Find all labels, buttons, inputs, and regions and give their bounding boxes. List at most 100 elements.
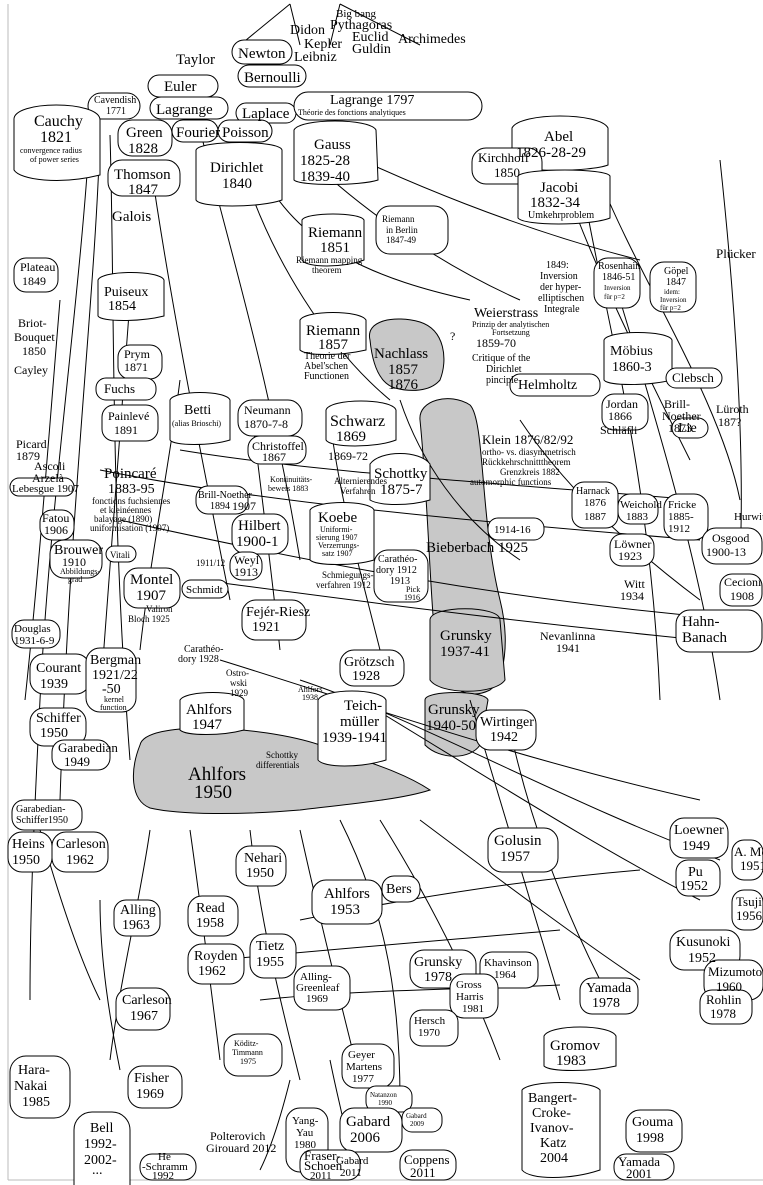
- ahlfors53-node: [311, 879, 383, 925]
- label-yamada01-yr: 2001: [626, 1166, 652, 1181]
- label-gross1: Gross: [456, 979, 482, 991]
- label-courant-yr: 1939: [40, 677, 68, 692]
- lie-node: [671, 417, 709, 439]
- label-archimedes: Archimedes: [398, 32, 466, 47]
- label-christoffel-yr: 1867: [262, 450, 286, 464]
- label-fricke-yr1: 1885-: [668, 511, 694, 523]
- label-y1907: 1907: [232, 499, 256, 513]
- label-gross2: Harris: [456, 991, 484, 1003]
- nachlass-shade: [369, 318, 445, 391]
- amori-node: [731, 839, 763, 881]
- label-riemann1851-sub1: Riemann mapping: [296, 255, 363, 265]
- label-altern2: Verfahren: [340, 486, 376, 496]
- label-nachlass-yr1: 1857: [388, 362, 419, 378]
- label-picard: Picard: [16, 437, 47, 451]
- label-prym-yr: 1871: [124, 360, 148, 374]
- alling63-node: [113, 899, 161, 937]
- label-bn94-1: Brill-Noether: [198, 490, 253, 501]
- label-montel-yr: 1907: [136, 588, 167, 604]
- caratheodory-node: [373, 549, 429, 603]
- label-riemann1851: Riemann: [308, 225, 363, 241]
- node-labels: Big bang Pythagoras Euclid Guldin Archim…: [12, 8, 763, 1182]
- label-alling69-1: Alling-: [300, 971, 332, 983]
- label-alling69-3: 1969: [306, 993, 329, 1005]
- label-lowner-yr: 1923: [618, 549, 642, 563]
- label-fisher: Fisher: [134, 1071, 169, 1086]
- label-heins-yr: 1950: [12, 853, 40, 868]
- label-gromov: Gromov: [550, 1038, 600, 1054]
- label-schwarz: Schwarz: [330, 413, 385, 430]
- label-amori1: A. Mori: [734, 844, 763, 859]
- label-fricke: Fricke: [668, 499, 696, 511]
- label-ahlfors50: Ahlfors: [188, 764, 246, 785]
- wirtinger-node: [475, 709, 537, 751]
- label-golusin-yr: 1957: [500, 849, 531, 865]
- label-alling69-2: Greenleaf: [296, 982, 340, 994]
- label-geyer3: 1977: [352, 1073, 375, 1085]
- label-ostrowski3: 1929: [230, 688, 249, 698]
- bergman-node: [85, 647, 137, 713]
- label-lagrange: Lagrange: [156, 102, 213, 118]
- label-carath28-2: dory 1928: [178, 654, 219, 665]
- label-harnack-yr: 1876: [584, 497, 607, 509]
- label-douglas1: Douglas: [14, 623, 51, 635]
- label-bell3: 2002-: [84, 1153, 117, 1168]
- label-wei1859: 1859-70: [476, 336, 516, 350]
- rosenhain-node: [593, 257, 641, 309]
- label-gromov-yr: 1983: [556, 1053, 586, 1069]
- label-bergman-yr2: -50: [102, 682, 121, 697]
- hersch-node: [409, 1009, 459, 1047]
- label-jacobi-sub: Umkehrproblem: [528, 210, 594, 221]
- label-gopel4: Inversion: [660, 296, 687, 304]
- label-jacobi-yr: 1832-34: [530, 195, 580, 211]
- label-polterovich2: Girouard 2012: [206, 1141, 276, 1155]
- label-yamada78-yr: 1978: [592, 996, 620, 1011]
- label-arzela: Arzelà: [32, 471, 65, 485]
- label-gauss-yr2: 1839-40: [300, 169, 350, 185]
- label-douglas2: 1931-6-9: [14, 635, 55, 647]
- label-harnack: Harnack: [576, 486, 610, 497]
- label-yangyau2: Yau: [296, 1127, 314, 1139]
- label-rosenhain4: für p=2: [604, 293, 625, 301]
- label-gabard09-1: Gabard: [406, 1112, 427, 1120]
- label-helmholtz: Helmholtz: [518, 378, 577, 393]
- label-hara1: Hara-: [18, 1063, 50, 1078]
- label-riemann1857-yr: 1857: [318, 337, 349, 353]
- label-koditz2: Timmann: [232, 1048, 263, 1057]
- label-yangyau3: 1980: [294, 1139, 317, 1151]
- label-nachlass: Nachlass: [374, 346, 428, 362]
- label-hahn2: Banach: [682, 630, 727, 646]
- carleson67-node: [115, 987, 171, 1031]
- coppens-node: [399, 1149, 457, 1181]
- label-heschramm3: 1992: [152, 1170, 174, 1182]
- label-hara3: 1985: [22, 1095, 50, 1110]
- label-poincare-sub4: uniformisation (1907): [90, 523, 169, 533]
- ahlfors50-shade: [132, 727, 432, 815]
- label-carleson67-yr: 1967: [130, 1009, 158, 1024]
- label-hilbert-yr: 1900-1: [236, 534, 279, 550]
- label-koebe-sub3: Verzerrungs-: [318, 541, 360, 550]
- lagrange-node: [149, 96, 229, 120]
- label-natanzon2: 1990: [378, 1099, 393, 1107]
- label-riemann-berlin3: 1847-49: [386, 235, 416, 245]
- label-schottky-yr: 1875-7: [380, 482, 423, 498]
- label-bieberbach: Bieberbach 1925: [426, 540, 528, 556]
- label-jordan-yr: 1866: [608, 409, 632, 423]
- label-briot1: Briot-: [18, 316, 47, 330]
- label-garabedian: Garabedian: [58, 740, 118, 755]
- hahn-node: [675, 609, 763, 653]
- label-lie: Lie: [678, 421, 697, 436]
- label-pick1: Pick: [406, 585, 420, 594]
- label-witt: Witt: [624, 577, 646, 591]
- label-pu-yr: 1952: [680, 879, 708, 894]
- cecioni-node: [719, 573, 763, 607]
- label-rosenhain3: Inversion: [604, 284, 631, 292]
- label-grunsky78-yr: 1978: [424, 970, 452, 985]
- label-yamada78: Yamada: [586, 981, 632, 996]
- label-lagrange1797: Lagrange 1797: [330, 93, 414, 108]
- label-cayley: Cayley: [14, 363, 48, 377]
- label-gouma-yr: 1998: [636, 1131, 664, 1146]
- label-euclid: Euclid: [352, 30, 389, 45]
- label-laplace: Laplace: [242, 106, 290, 122]
- weichold-node: [617, 493, 659, 525]
